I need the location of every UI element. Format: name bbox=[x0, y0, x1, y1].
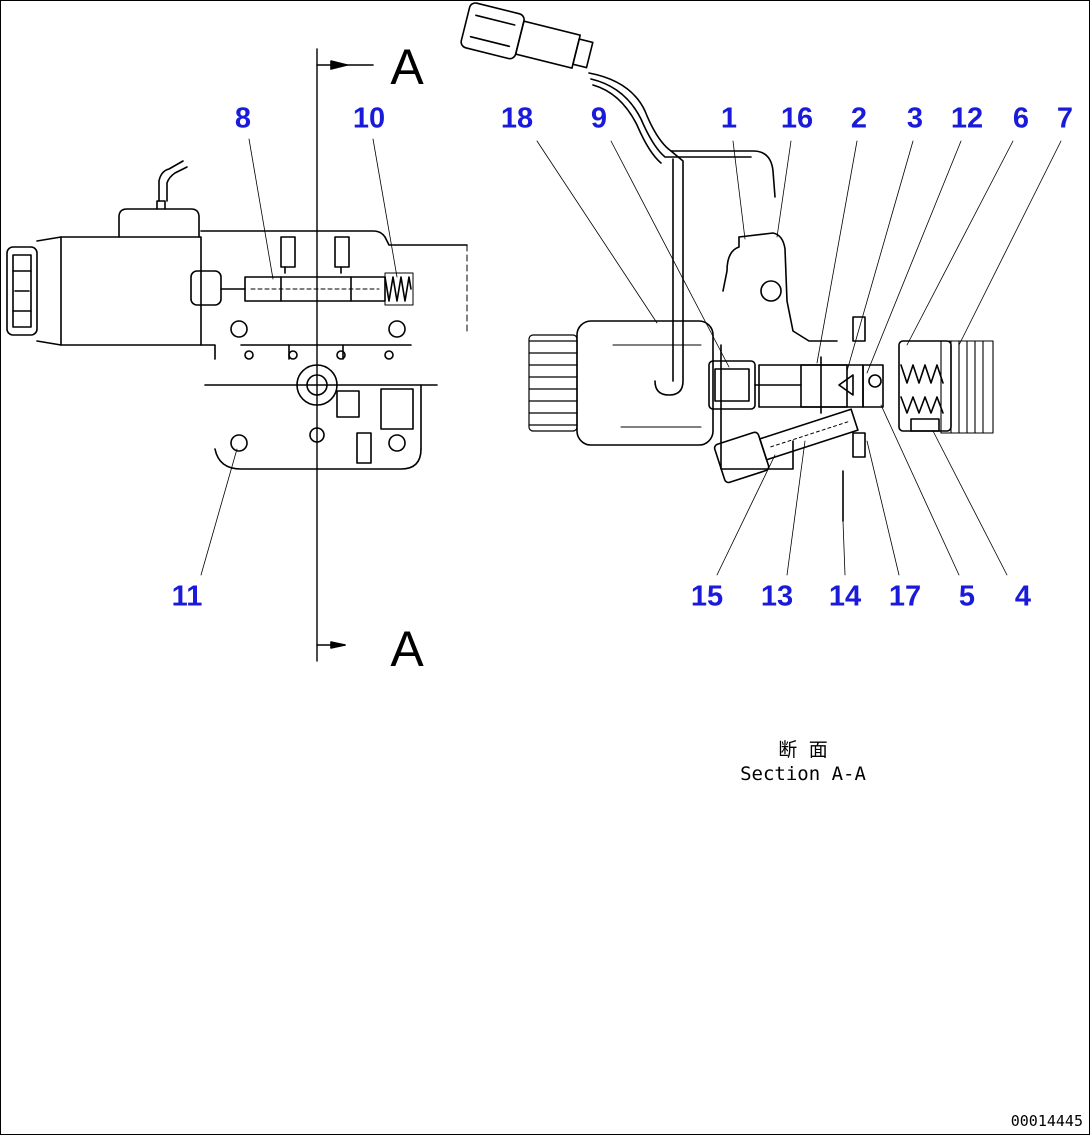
callout-7: 7 bbox=[1056, 102, 1074, 135]
callout-16: 16 bbox=[780, 102, 814, 135]
callout-9: 9 bbox=[590, 102, 608, 135]
callout-11: 11 bbox=[171, 580, 203, 613]
callout-2: 2 bbox=[850, 102, 868, 135]
callout-4: 4 bbox=[1014, 580, 1032, 613]
callout-1: 1 bbox=[720, 102, 738, 135]
callout-15: 15 bbox=[690, 580, 724, 613]
callout-18: 18 bbox=[500, 102, 534, 135]
section-marker-bottom: A bbox=[390, 621, 424, 677]
callout-3: 3 bbox=[906, 102, 924, 135]
left-view bbox=[6, 48, 468, 662]
callout-10: 10 bbox=[352, 102, 386, 135]
callout-17: 17 bbox=[888, 580, 922, 613]
callout-13: 13 bbox=[760, 580, 794, 613]
callout-5: 5 bbox=[958, 580, 976, 613]
callout-8: 8 bbox=[234, 102, 252, 135]
section-caption-english: Section A-A bbox=[740, 762, 866, 785]
callout-14: 14 bbox=[828, 580, 862, 613]
callout-12: 12 bbox=[950, 102, 984, 135]
callout-6: 6 bbox=[1012, 102, 1030, 135]
drawing-id: 00014445 bbox=[1010, 1112, 1083, 1130]
section-caption-japanese: 断 面 bbox=[778, 739, 828, 761]
right-view bbox=[460, 2, 1062, 576]
section-caption: 断 面 Section A-A bbox=[740, 739, 866, 787]
section-marker-top: A bbox=[390, 39, 424, 95]
